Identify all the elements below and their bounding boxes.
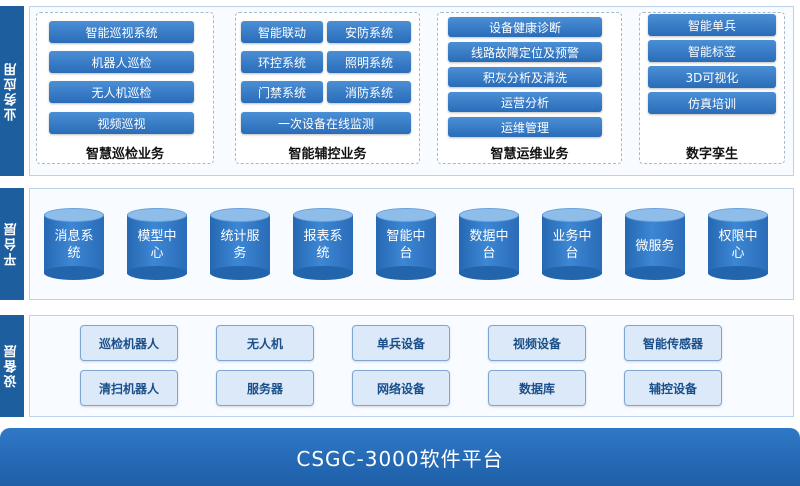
device-item[interactable]: 清扫机器人 <box>80 370 178 406</box>
cylinder-label: 数据中 <box>469 229 509 244</box>
platform-cylinder[interactable]: 消息系统 <box>44 208 104 280</box>
device-item[interactable]: 单兵设备 <box>352 325 450 361</box>
cylinder-label: 台 <box>482 246 496 261</box>
business-layer-title: 业务应用 <box>4 61 20 121</box>
item-button[interactable]: 无人机巡检 <box>49 81 194 103</box>
cylinder-label: 务 <box>233 246 247 261</box>
cylinder-label: 心 <box>150 246 164 261</box>
cylinder-label: 微服务 <box>635 239 675 254</box>
device-layer-tab: 设备层 <box>0 315 24 417</box>
item-button[interactable]: 智能单兵 <box>648 14 776 36</box>
item-button[interactable]: 消防系统 <box>327 81 411 103</box>
platform-cylinder[interactable]: 智能中台 <box>376 208 436 280</box>
platform-layer-title: 平台层 <box>4 221 20 267</box>
platform-footer-banner: CSGC-3000软件平台 <box>0 428 800 486</box>
cylinder-label: 模型中 <box>137 229 177 244</box>
cylinder-label: 统 <box>67 246 81 261</box>
item-button[interactable]: 一次设备在线监测 <box>241 112 411 134</box>
platform-cylinder[interactable]: 模型中心 <box>127 208 187 280</box>
item-button[interactable]: 仿真培训 <box>648 92 776 114</box>
device-item[interactable]: 服务器 <box>216 370 314 406</box>
cylinder-label: 智能中 <box>386 229 426 244</box>
group-label: 智慧运维业务 <box>490 147 569 162</box>
cylinder-label: 消息系 <box>54 229 94 244</box>
device-item[interactable]: 视频设备 <box>488 325 586 361</box>
item-button[interactable]: 3D可视化 <box>648 66 776 88</box>
group-label: 智能辅控业务 <box>288 147 367 162</box>
cylinder-label: 权限中 <box>718 229 758 244</box>
item-button[interactable]: 设备健康诊断 <box>448 17 602 37</box>
platform-cylinder[interactable]: 微服务 <box>625 208 685 280</box>
cylinder-label: 统计服 <box>220 229 260 244</box>
item-button[interactable]: 积灰分析及清洗 <box>448 67 602 87</box>
device-item[interactable]: 网络设备 <box>352 370 450 406</box>
group-label: 智慧巡检业务 <box>85 147 164 162</box>
cylinder-label: 心 <box>731 246 745 261</box>
group-digital-twin: 数字孪生 <box>639 12 785 164</box>
group-label: 数字孪生 <box>685 147 738 162</box>
business-layer-tab: 业务应用 <box>0 6 24 176</box>
item-button[interactable]: 运营分析 <box>448 92 602 112</box>
item-button[interactable]: 机器人巡检 <box>49 51 194 73</box>
cylinder-label: 统 <box>316 246 330 261</box>
item-button[interactable]: 环控系统 <box>241 51 323 73</box>
platform-cylinder[interactable]: 统计服务 <box>210 208 270 280</box>
device-item[interactable]: 辅控设备 <box>624 370 722 406</box>
group-smart-operations: 智慧运维业务 <box>437 12 622 164</box>
item-button[interactable]: 智能巡视系统 <box>49 21 194 43</box>
item-button[interactable]: 照明系统 <box>327 51 411 73</box>
platform-cylinder[interactable]: 数据中台 <box>459 208 519 280</box>
cylinder-label: 台 <box>399 246 413 261</box>
item-button[interactable]: 视频巡视 <box>49 112 194 134</box>
device-item[interactable]: 数据库 <box>488 370 586 406</box>
item-button[interactable]: 线路故障定位及预警 <box>448 42 602 62</box>
device-item[interactable]: 智能传感器 <box>624 325 722 361</box>
device-layer-title: 设备层 <box>4 343 20 389</box>
platform-cylinder[interactable]: 业务中台 <box>542 208 602 280</box>
cylinder-label: 台 <box>565 246 579 261</box>
platform-cylinder[interactable]: 权限中心 <box>708 208 768 280</box>
platform-cylinder[interactable]: 报表系统 <box>293 208 353 280</box>
item-button[interactable]: 智能标签 <box>648 40 776 62</box>
item-button[interactable]: 门禁系统 <box>241 81 323 103</box>
footer-title: CSGC-3000软件平台 <box>296 446 504 471</box>
item-button[interactable]: 运维管理 <box>448 117 602 137</box>
item-button[interactable]: 安防系统 <box>327 21 411 43</box>
device-item[interactable]: 无人机 <box>216 325 314 361</box>
platform-layer-tab: 平台层 <box>0 188 24 300</box>
cylinder-label: 报表系 <box>303 229 343 244</box>
item-button[interactable]: 智能联动 <box>241 21 323 43</box>
device-item[interactable]: 巡检机器人 <box>80 325 178 361</box>
cylinder-label: 业务中 <box>552 229 592 244</box>
